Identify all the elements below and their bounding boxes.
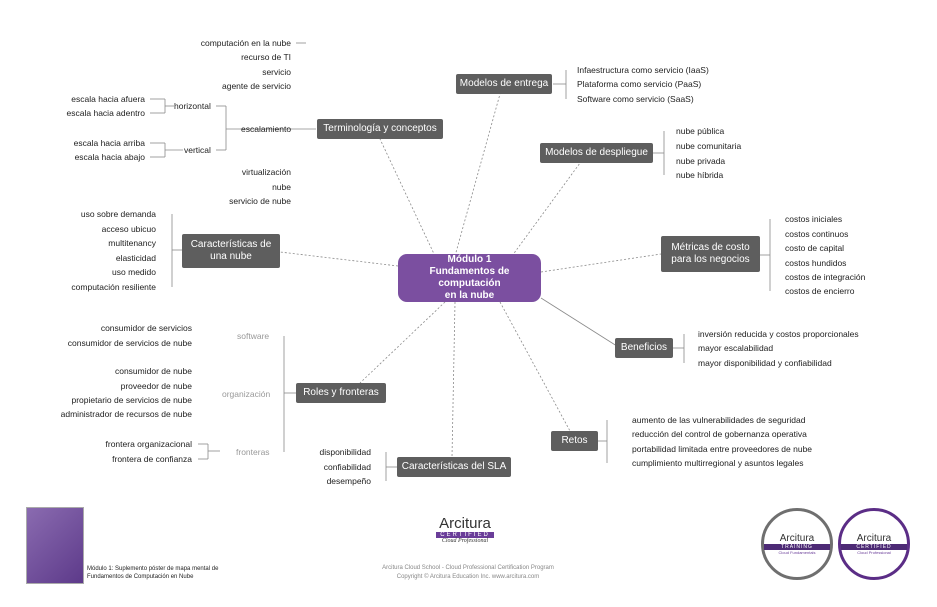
- rol-item: frontera organizacional: [105, 439, 192, 449]
- caracteristica-item: computación resiliente: [71, 282, 156, 292]
- node-beneficios: Beneficios: [615, 338, 673, 358]
- footer-caption: Módulo 1: Suplemento póster de mapa ment…: [87, 565, 218, 581]
- caracteristica-item: multitenancy: [108, 238, 156, 248]
- reto-item: reducción del control de gobernanza oper…: [632, 429, 807, 439]
- term-h-item: escala hacia afuera: [71, 94, 145, 104]
- caracteristica-item: acceso ubicuo: [101, 224, 156, 234]
- term-item: computación en la nube: [200, 38, 291, 48]
- badge-certified: Arcitura CERTIFIED Cloud Professional: [838, 508, 910, 580]
- despliegue-item: nube pública: [676, 126, 725, 136]
- caracteristica-item: uso medido: [112, 267, 156, 277]
- rol-item: consumidor de nube: [114, 366, 192, 376]
- rol-item: administrador de recursos de nube: [60, 409, 192, 419]
- logo-sub: Cloud Professional: [441, 538, 489, 544]
- term-h-item: escala hacia adentro: [66, 108, 145, 118]
- caption-line-2: Fundamentos de Computación en Nube: [87, 574, 194, 580]
- term-item: recurso de TI: [241, 52, 291, 62]
- badge-sub: Cloud Fundamentals: [778, 550, 816, 555]
- roles-organizacion: organización: [222, 389, 271, 399]
- caracteristica-item: elasticidad: [115, 253, 156, 263]
- rol-item: consumidor de servicios: [100, 323, 192, 333]
- term-item: agente de servicio: [222, 81, 291, 91]
- reto-item: portabilidad limitada entre proveedores …: [632, 444, 813, 454]
- metrica-item: costos iniciales: [785, 214, 843, 224]
- arcitura-logo: Arcitura CERTIFIED Cloud Professional: [430, 515, 500, 544]
- reto-item: cumplimiento multirregional y asuntos le…: [632, 458, 804, 468]
- entrega-item: Software como servicio (SaaS): [577, 94, 694, 104]
- term-v-item: escala hacia arriba: [73, 138, 145, 148]
- metrica-item: costos continuos: [785, 229, 849, 239]
- term-item: virtualización: [241, 167, 291, 177]
- rol-item: consumidor de servicios de nube: [67, 338, 192, 348]
- logo-certified: CERTIFIED: [436, 532, 494, 538]
- term-item: nube: [272, 182, 291, 192]
- term-item: servicio: [262, 67, 291, 77]
- center-line-3: en la nube: [444, 290, 495, 301]
- sla-item: confiabilidad: [323, 462, 371, 472]
- logo-text: Arcitura: [439, 515, 491, 532]
- badge-band: CERTIFIED: [841, 544, 907, 550]
- node-caracteristicas: Características de una nube: [182, 234, 280, 268]
- badge-brand: Arcitura: [856, 533, 892, 544]
- beneficio-item: mayor disponibilidad y confiabilidad: [698, 358, 832, 368]
- term-escalamiento: escalamiento: [241, 124, 292, 134]
- node-modelos-despliegue: Modelos de despliegue: [540, 143, 653, 163]
- roles-fronteras: fronteras: [236, 447, 270, 457]
- badge-band: TRAINING: [764, 544, 830, 550]
- term-vertical: vertical: [184, 145, 211, 155]
- badge-training: Arcitura TRAINING Cloud Fundamentals: [761, 508, 833, 580]
- badge-sub: Cloud Professional: [857, 550, 891, 555]
- node-retos: Retos: [551, 431, 598, 451]
- node-metricas: Métricas de costo para los negocios: [661, 236, 760, 272]
- beneficio-item: mayor escalabilidad: [698, 343, 774, 353]
- term-v-item: escala hacia abajo: [74, 152, 145, 162]
- poster-thumbnail: [26, 507, 84, 584]
- badge-brand: Arcitura: [779, 533, 815, 544]
- node-roles: Roles y fronteras: [296, 383, 386, 403]
- metrica-item: costos hundidos: [785, 258, 847, 268]
- central-topic: Módulo 1 Fundamentos de computación en l…: [398, 254, 541, 302]
- node-modelos-entrega: Modelos de entrega: [456, 74, 552, 94]
- reto-item: aumento de las vulnerabilidades de segur…: [632, 415, 806, 425]
- footer-program: Arcitura Cloud School - Cloud Profession…: [382, 565, 554, 571]
- despliegue-item: nube privada: [676, 156, 726, 166]
- rol-item: propietario de servicios de nube: [71, 395, 193, 405]
- metrica-item: costo de capital: [785, 243, 845, 253]
- node-sla: Características del SLA: [397, 457, 511, 477]
- footer-copyright: Copyright © Arcitura Education Inc. www.…: [396, 574, 540, 580]
- caption-line-1: Módulo 1: Suplemento póster de mapa ment…: [87, 566, 219, 572]
- despliegue-item: nube híbrida: [676, 170, 724, 180]
- term-item: servicio de nube: [229, 196, 291, 206]
- beneficio-item: inversión reducida y costos proporcional…: [698, 329, 859, 339]
- sla-item: disponibilidad: [319, 447, 371, 457]
- metrica-item: costos de encierro: [785, 286, 855, 296]
- sla-item: desempeño: [326, 476, 371, 486]
- term-horizontal: horizontal: [174, 101, 211, 111]
- entrega-item: Plataforma como servicio (PaaS): [577, 79, 702, 89]
- rol-item: proveedor de nube: [120, 381, 192, 391]
- roles-software: software: [237, 331, 270, 341]
- center-line-1: Módulo 1: [447, 254, 492, 265]
- caracteristica-item: uso sobre demanda: [80, 209, 156, 219]
- metrica-item: costos de integración: [785, 272, 866, 282]
- despliegue-item: nube comunitaria: [676, 141, 742, 151]
- rol-item: frontera de confianza: [112, 454, 192, 464]
- entrega-item: Infaestructura como servicio (IaaS): [577, 65, 709, 75]
- center-line-2: Fundamentos de computación: [429, 266, 510, 289]
- node-terminologia: Terminología y conceptos: [317, 119, 443, 139]
